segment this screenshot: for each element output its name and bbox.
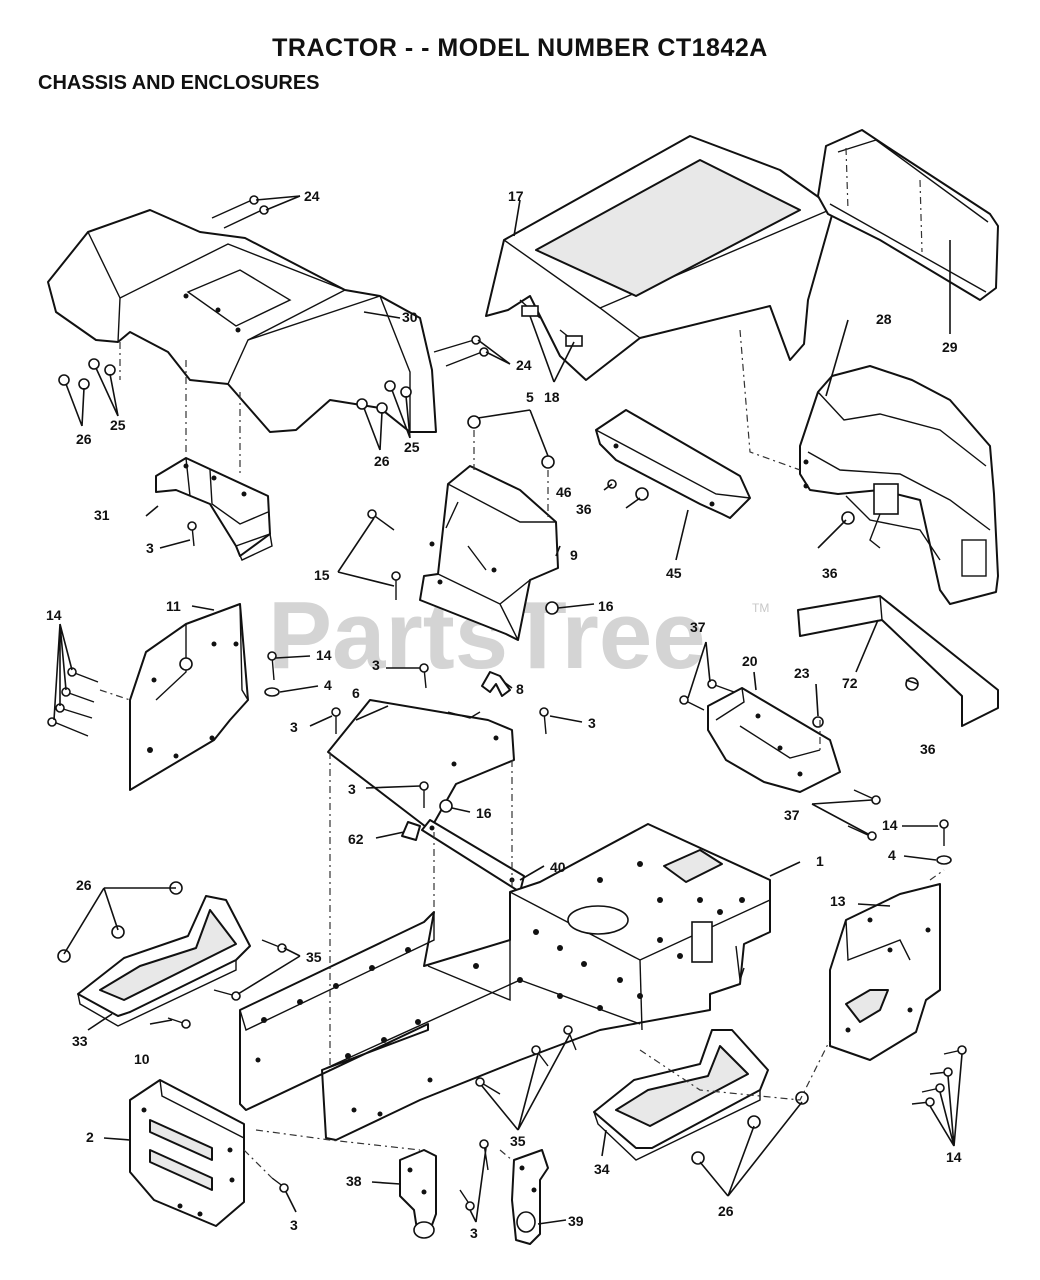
callout-36a: 36 <box>576 501 592 517</box>
callout-29: 29 <box>942 339 958 355</box>
callout-16b: 16 <box>476 805 492 821</box>
callout-15: 15 <box>314 567 330 583</box>
part-footrest-right <box>593 1029 769 1161</box>
part-support-bracket <box>595 409 751 519</box>
alignment-lines <box>99 329 945 1179</box>
callout-62: 62 <box>348 831 364 847</box>
callout-23: 23 <box>794 665 810 681</box>
callout-24a: 24 <box>304 188 320 204</box>
callout-14b: 14 <box>316 647 332 663</box>
callout-46: 46 <box>556 484 572 500</box>
part-clip-small <box>401 821 421 841</box>
part-main-frame <box>239 823 771 1141</box>
callout-18: 18 <box>544 389 560 405</box>
callout-3b: 3 <box>372 657 380 673</box>
callout-26c: 26 <box>76 877 92 893</box>
callout-37b: 37 <box>784 807 800 823</box>
callout-11: 11 <box>166 598 181 614</box>
part-seat-back <box>817 129 999 301</box>
callout-34: 34 <box>594 1161 610 1177</box>
callout-1: 1 <box>816 853 824 869</box>
leader-lines <box>53 195 963 1225</box>
part-dash-console <box>799 365 999 605</box>
diagram-title: TRACTOR - - MODEL NUMBER CT1842A <box>272 34 768 62</box>
callout-4a: 4 <box>324 677 332 693</box>
callout-26d: 26 <box>718 1203 734 1219</box>
callout-16a: 16 <box>598 598 614 614</box>
part-mounting-bracket <box>155 457 273 561</box>
callout-72: 72 <box>842 675 858 691</box>
callout-38: 38 <box>346 1173 362 1189</box>
part-mounting-plate <box>707 687 841 793</box>
callout-35b: 35 <box>510 1133 526 1149</box>
callout-10: 10 <box>134 1051 150 1067</box>
callout-25a: 25 <box>110 417 126 433</box>
part-right-side-panel <box>829 883 941 1061</box>
part-steering-support <box>419 465 559 641</box>
callout-3e: 3 <box>348 781 356 797</box>
diagram-subtitle: CHASSIS AND ENCLOSURES <box>38 72 320 94</box>
callout-6: 6 <box>352 685 360 701</box>
callout-14d: 14 <box>946 1149 962 1165</box>
part-seat-pan <box>485 135 835 381</box>
callout-14a: 14 <box>46 607 62 623</box>
part-clip <box>481 671 511 697</box>
hardware <box>47 195 967 1211</box>
callout-36c: 36 <box>920 741 936 757</box>
callout-36b: 36 <box>822 565 838 581</box>
callout-30: 30 <box>402 309 418 325</box>
callout-20: 20 <box>742 653 758 669</box>
callout-45: 45 <box>666 565 682 581</box>
callout-3c: 3 <box>290 719 298 735</box>
part-bracket-left <box>399 1149 437 1239</box>
callout-3a: 3 <box>146 540 154 556</box>
callout-26b: 26 <box>374 453 390 469</box>
callout-3g: 3 <box>470 1225 478 1241</box>
frame-holes <box>255 861 745 1117</box>
callout-31: 31 <box>94 507 110 523</box>
callout-37a: 37 <box>690 619 706 635</box>
callout-labels: 24 24 17 30 28 29 18 5 25 26 25 26 46 36… <box>46 188 962 1241</box>
part-rear-fender <box>47 209 437 433</box>
callout-4b: 4 <box>888 847 896 863</box>
callout-5: 5 <box>526 389 534 405</box>
callout-40: 40 <box>550 859 566 875</box>
callout-26a: 26 <box>76 431 92 447</box>
callout-3d: 3 <box>588 715 596 731</box>
part-front-plate <box>129 1079 245 1227</box>
callout-13: 13 <box>830 893 846 909</box>
part-rear-bracket <box>797 595 999 727</box>
trademark: TM <box>752 601 769 615</box>
part-footrest-left <box>77 895 251 1027</box>
callout-33: 33 <box>72 1033 88 1049</box>
callout-9: 9 <box>570 547 578 563</box>
part-bracket-right <box>511 1149 549 1245</box>
part-left-side-panel <box>129 603 249 791</box>
callout-17: 17 <box>508 188 524 204</box>
callout-8: 8 <box>516 681 524 697</box>
callout-35a: 35 <box>306 949 322 965</box>
callout-24b: 24 <box>516 357 532 373</box>
callout-28: 28 <box>876 311 892 327</box>
callout-14c: 14 <box>882 817 898 833</box>
callout-39: 39 <box>568 1213 584 1229</box>
part-strap <box>421 819 525 893</box>
callout-25b: 25 <box>404 439 420 455</box>
callout-3f: 3 <box>290 1217 298 1233</box>
callout-2: 2 <box>86 1129 94 1145</box>
